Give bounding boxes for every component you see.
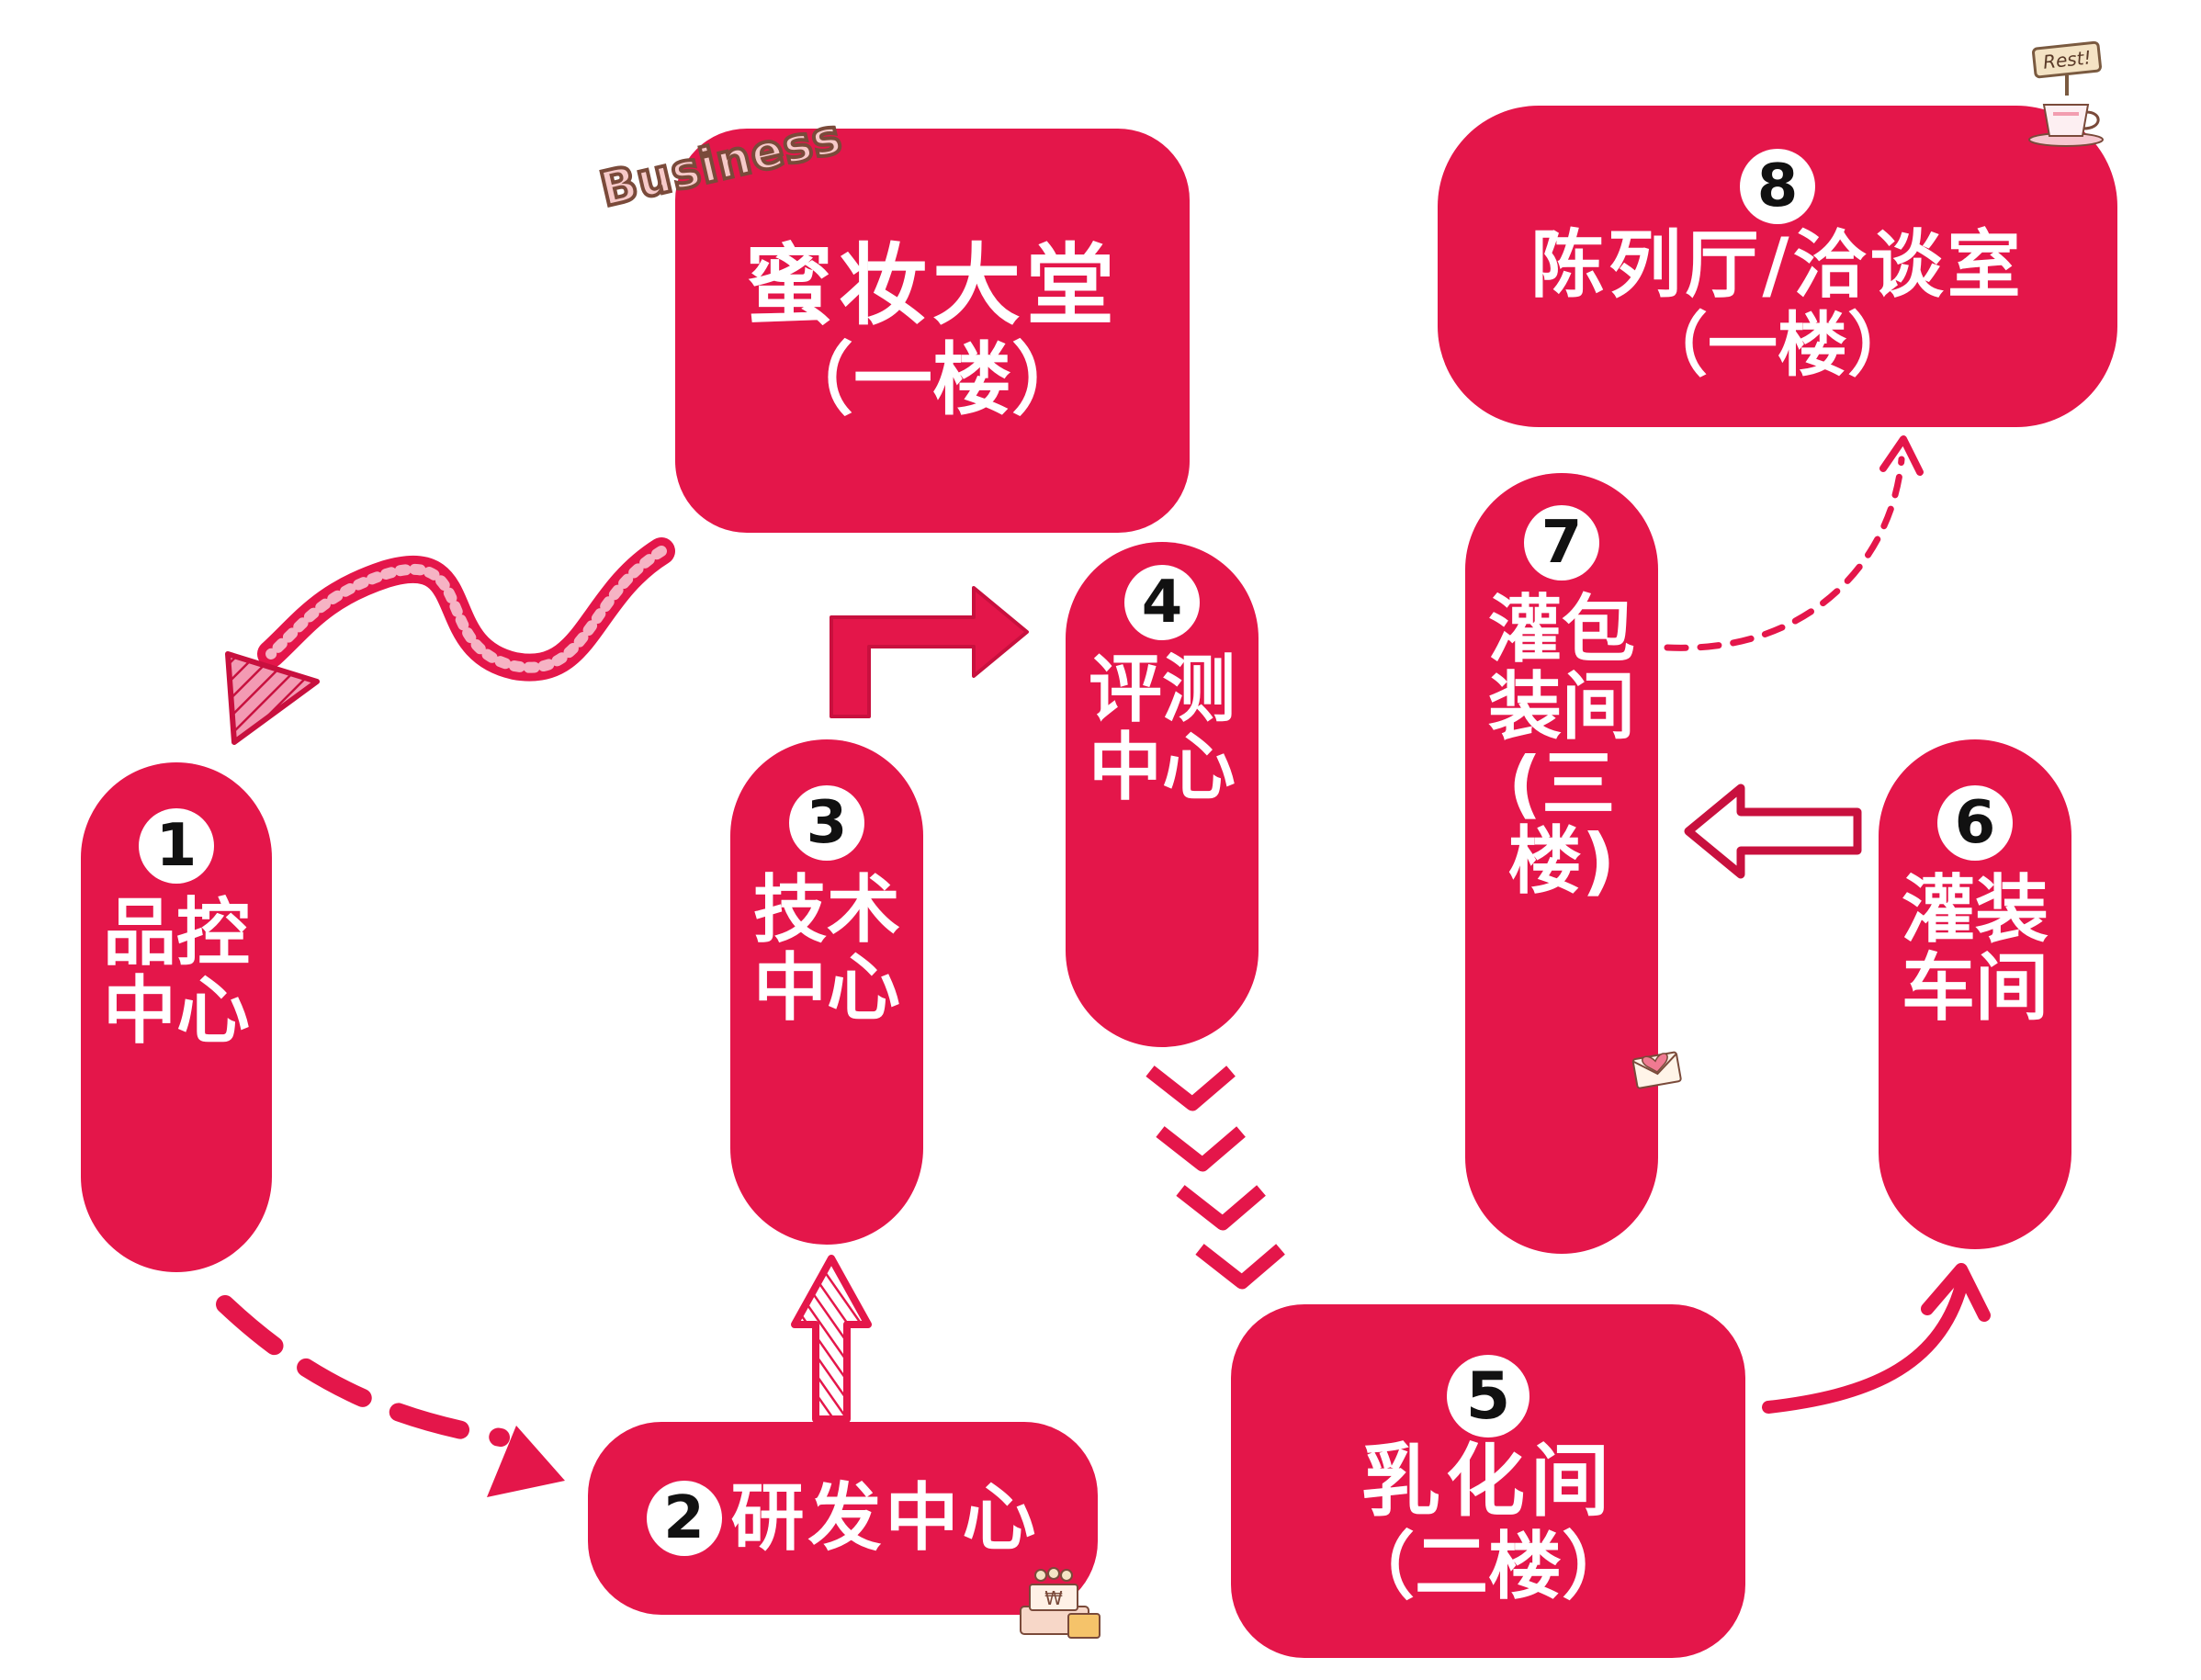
step-number-badge: 8 bbox=[1740, 148, 1815, 224]
arrow-lobby-to-1 bbox=[225, 537, 675, 745]
step-number-badge: 2 bbox=[646, 1481, 722, 1556]
step-number-badge: 4 bbox=[1124, 565, 1200, 640]
lobby-title: 蜜妆大堂 bbox=[745, 234, 1120, 338]
node-label: 陈列厅/洽谈室 bbox=[1530, 221, 2025, 308]
node-filling-workshop: 6 灌装车间 bbox=[1879, 739, 2071, 1249]
lobby-floor: （一楼） bbox=[774, 333, 1090, 426]
arrow-5-to-6 bbox=[1762, 1263, 1991, 1414]
step-number-badge: 5 bbox=[1447, 1354, 1529, 1438]
rest-sign-icon: Rest! bbox=[2016, 40, 2117, 163]
arrow-6-to-7 bbox=[1684, 784, 1862, 879]
node-label: 品控中心 bbox=[103, 890, 250, 1054]
cash-register-icon: ₩ bbox=[1013, 1564, 1105, 1647]
node-label: 研发中心 bbox=[730, 1475, 1040, 1562]
node-floor: （二楼） bbox=[1341, 1523, 1635, 1609]
node-label: 乳化间 bbox=[1361, 1435, 1615, 1528]
heart-envelope-icon bbox=[1627, 1038, 1687, 1094]
step-number-badge: 3 bbox=[789, 785, 864, 861]
node-floor: （一楼） bbox=[1638, 304, 1917, 387]
arrow-1-to-2 bbox=[216, 1295, 565, 1497]
step-number-badge: 1 bbox=[139, 808, 214, 884]
lobby-box: 蜜妆大堂 （一楼） bbox=[675, 129, 1190, 533]
node-tech-center: 3 技术中心 bbox=[730, 739, 923, 1245]
node-label: 灌包装间(三楼) bbox=[1488, 587, 1635, 904]
node-label: 灌装车间 bbox=[1902, 867, 2049, 1031]
node-label: 技术中心 bbox=[753, 867, 900, 1031]
arrow-4-to-5 bbox=[1146, 1066, 1285, 1290]
node-qc-center: 1 品控中心 bbox=[81, 762, 272, 1272]
node-label: 评测中心 bbox=[1089, 647, 1236, 810]
node-evaluation-center: 4 评测中心 bbox=[1066, 542, 1259, 1047]
node-emulsion-room: 5 乳化间 （二楼） bbox=[1231, 1304, 1745, 1658]
arrow-3-to-4 bbox=[830, 586, 1029, 718]
node-showroom: 8 陈列厅/洽谈室 （一楼） bbox=[1438, 106, 2117, 427]
arrow-7-to-8 bbox=[1664, 435, 1924, 651]
register-symbol: ₩ bbox=[1044, 1587, 1063, 1609]
coffee-cup-icon bbox=[2028, 104, 2104, 147]
step-number-badge: 6 bbox=[1937, 785, 2013, 861]
node-rd-center: 2 研发中心 bbox=[588, 1422, 1098, 1615]
node-packaging-room: 7 灌包装间(三楼) bbox=[1465, 473, 1658, 1254]
arrow-2-to-3 bbox=[791, 1255, 872, 1423]
rest-sign-text: Rest! bbox=[2041, 46, 2093, 73]
step-number-badge: 7 bbox=[1524, 505, 1599, 581]
